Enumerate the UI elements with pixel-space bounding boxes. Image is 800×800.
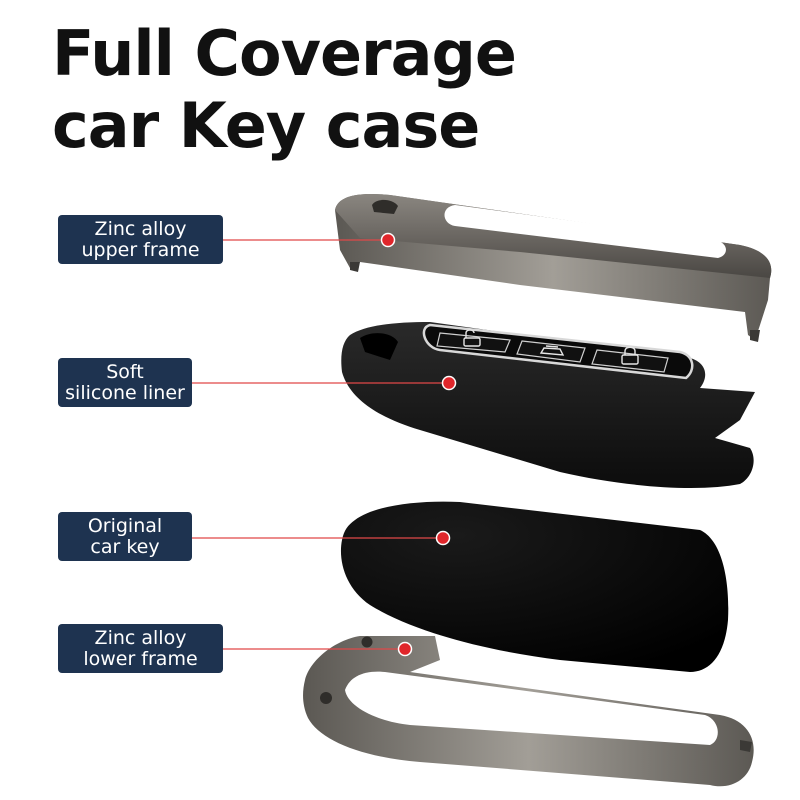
unlock-icon	[463, 329, 481, 347]
callout-lower-frame	[223, 641, 413, 657]
page-title: Full Coverage car Key case	[52, 17, 517, 162]
title-line-2: car Key case	[52, 89, 480, 162]
silicone-liner	[341, 322, 755, 488]
label-lower-frame: Zinc alloy lower frame	[58, 624, 223, 673]
lock-icon	[621, 346, 639, 365]
car-key	[340, 501, 729, 672]
lower-frame	[303, 636, 754, 787]
label-silicone-liner-line-2: silicone liner	[65, 381, 185, 404]
trunk-icon	[539, 345, 565, 356]
callout-silicone-liner	[192, 375, 457, 391]
label-silicone-liner-line-1: Soft	[106, 360, 144, 383]
label-car-key-line-2: car key	[90, 535, 160, 558]
upper-frame	[335, 193, 772, 342]
callout-car-key	[192, 530, 451, 546]
title-line-1: Full Coverage	[52, 17, 517, 90]
label-upper-frame-line-2: upper frame	[81, 238, 200, 261]
label-upper-frame-line-1: Zinc alloy	[94, 217, 187, 240]
label-upper-frame: Zinc alloy upper frame	[58, 215, 223, 264]
label-silicone-liner: Soft silicone liner	[58, 358, 192, 407]
label-lower-frame-line-1: Zinc alloy	[94, 626, 187, 649]
callout-upper-frame	[223, 232, 396, 248]
label-car-key-line-1: Original	[87, 514, 163, 537]
label-lower-frame-line-2: lower frame	[83, 647, 198, 670]
label-car-key: Original car key	[58, 512, 192, 561]
